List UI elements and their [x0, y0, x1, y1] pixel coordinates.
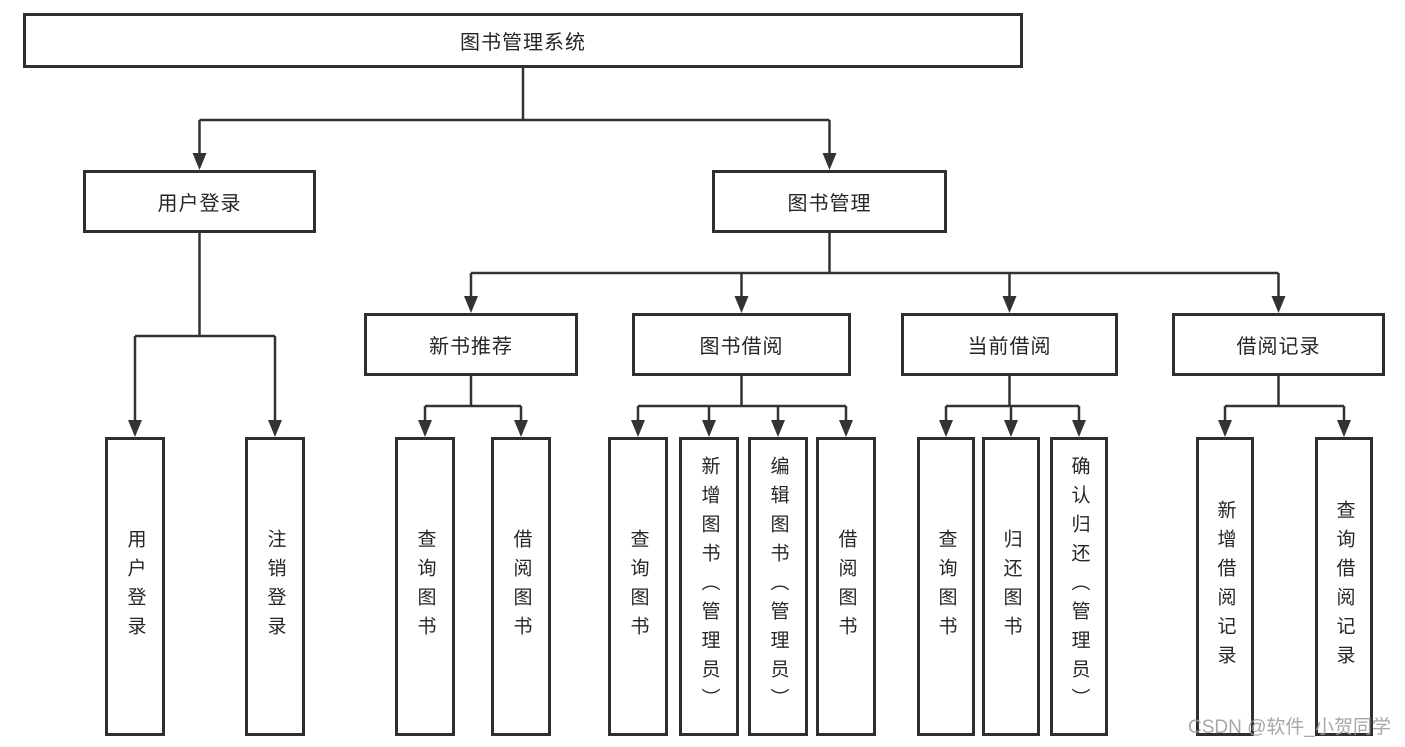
node-borrow-records: 借阅记录 [1172, 313, 1385, 376]
leaf-recommend-query-book: 查询图书 [395, 437, 455, 736]
node-book-borrow: 图书借阅 [632, 313, 851, 376]
leaf-add-borrow-record: 新增借阅记录 [1196, 437, 1254, 736]
leaf-user-login: 用户登录 [105, 437, 165, 736]
node-current-borrow: 当前借阅 [901, 313, 1118, 376]
node-root-system: 图书管理系统 [23, 13, 1023, 68]
csdn-watermark: CSDN @软件_小贺同学 [1188, 717, 1391, 738]
leaf-borrow-book: 借阅图书 [816, 437, 876, 736]
leaf-borrow-query-book: 查询图书 [608, 437, 668, 736]
leaf-logout: 注销登录 [245, 437, 305, 736]
leaf-return-book: 归还图书 [982, 437, 1040, 736]
leaf-confirm-return-admin: 确认归还（管理员） [1050, 437, 1108, 736]
leaf-recommend-borrow-book: 借阅图书 [491, 437, 551, 736]
leaf-edit-book-admin: 编辑图书（管理员） [748, 437, 808, 736]
node-book-management: 图书管理 [712, 170, 947, 233]
node-new-book-recommend: 新书推荐 [364, 313, 578, 376]
leaf-query-borrow-record: 查询借阅记录 [1315, 437, 1373, 736]
node-user-login: 用户登录 [83, 170, 316, 233]
leaf-current-query-book: 查询图书 [917, 437, 975, 736]
leaf-add-book-admin: 新增图书（管理员） [679, 437, 739, 736]
